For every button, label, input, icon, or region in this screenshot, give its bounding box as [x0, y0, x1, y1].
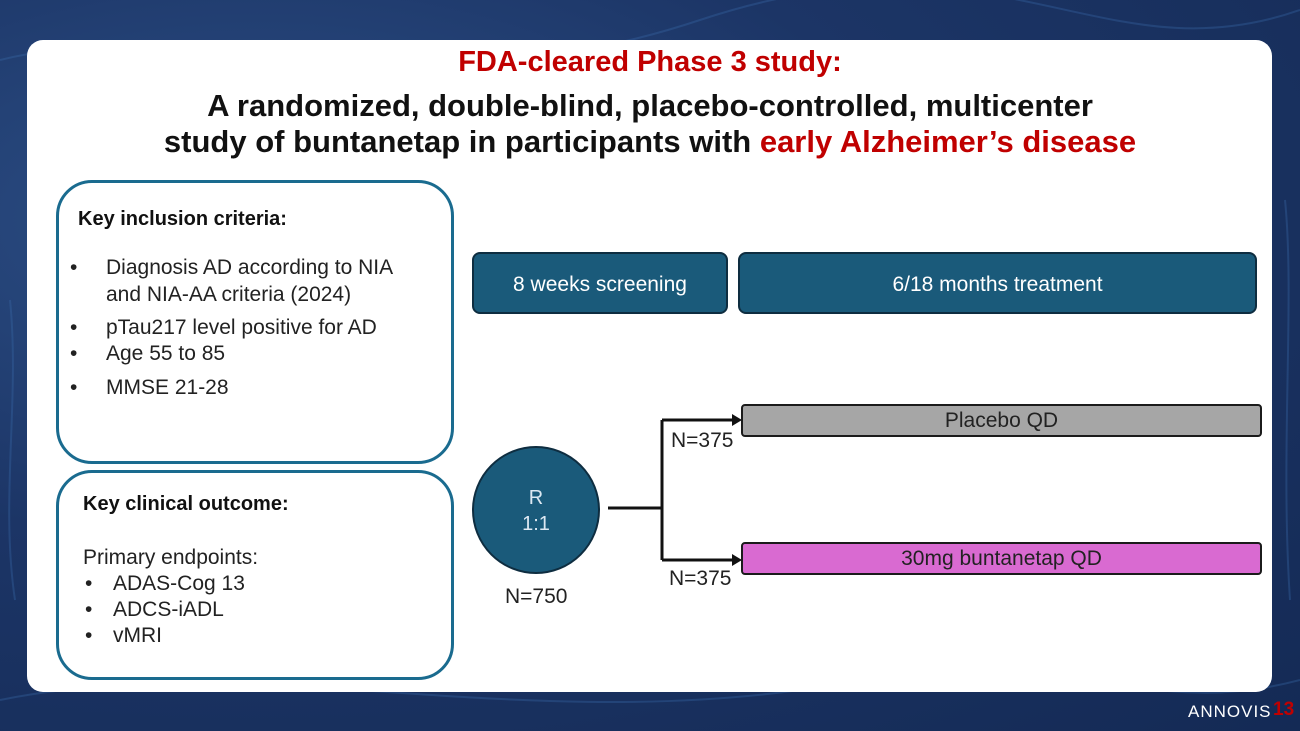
bullet-dot: • [85, 598, 93, 621]
placebo-arm-bar: Placebo QD [741, 404, 1262, 437]
randomization-label: R [528, 487, 544, 509]
title-line-3-plain: study of buntanetap in participants with [163, 124, 760, 159]
total-n-label: N=750 [505, 585, 568, 608]
treatment-phase-label: 6/18 months treatment [892, 273, 1103, 296]
inclusion-criteria-box [56, 180, 454, 464]
placebo-arm-label: Placebo QD [944, 408, 1059, 432]
inclusion-item-text: Age 55 to 85 [106, 342, 226, 365]
bullet-dot: • [70, 376, 78, 399]
bullet-dot: • [85, 572, 93, 595]
inclusion-item-text: Diagnosis AD according to NIA [106, 256, 394, 279]
title-line-1: FDA-cleared Phase 3 study: [458, 46, 842, 78]
title-line-2: A randomized, double-blind, placebo-cont… [207, 88, 1093, 123]
inclusion-heading: Key inclusion criteria: [78, 208, 287, 230]
brand-logo: ANNOVIS [1188, 702, 1272, 721]
arrowhead-placebo [732, 414, 742, 426]
bullet-dot: • [85, 624, 93, 647]
screening-phase-label: 8 weeks screening [513, 273, 687, 296]
placebo-n-label: N=375 [671, 429, 734, 452]
outcome-subheading: Primary endpoints: [83, 546, 259, 569]
title-line-3-highlight: early Alzheimer’s disease [759, 124, 1137, 159]
outcome-item-text: vMRI [113, 624, 162, 647]
inclusion-item-text: pTau217 level positive for AD [106, 316, 377, 339]
inclusion-item-text: MMSE 21-28 [106, 376, 229, 399]
bullet-dot: • [70, 256, 78, 279]
treatment-phase-bar: 6/18 months treatment [738, 252, 1257, 314]
title-line-3: study of buntanetap in participants with… [0, 124, 1300, 160]
bullet-dot: • [70, 316, 78, 339]
outcome-heading: Key clinical outcome: [83, 493, 289, 515]
outcome-item-text: ADCS-iADL [113, 598, 224, 621]
randomization-circle [472, 446, 600, 574]
randomization-ratio: 1:1 [522, 513, 550, 535]
buntanetap-arm-label: 30mg buntanetap QD [901, 546, 1102, 570]
outcome-item-text: ADAS-Cog 13 [113, 572, 245, 595]
arrowhead-drug [732, 554, 742, 566]
drug-n-label: N=375 [669, 567, 732, 590]
clinical-outcome-box [56, 470, 454, 680]
inclusion-item-text: and NIA-AA criteria (2024) [106, 283, 352, 306]
page-number: 13 [1273, 699, 1295, 720]
bullet-dot: • [70, 342, 78, 365]
screening-phase-bar: 8 weeks screening [472, 252, 728, 314]
buntanetap-arm-bar: 30mg buntanetap QD [741, 542, 1262, 575]
